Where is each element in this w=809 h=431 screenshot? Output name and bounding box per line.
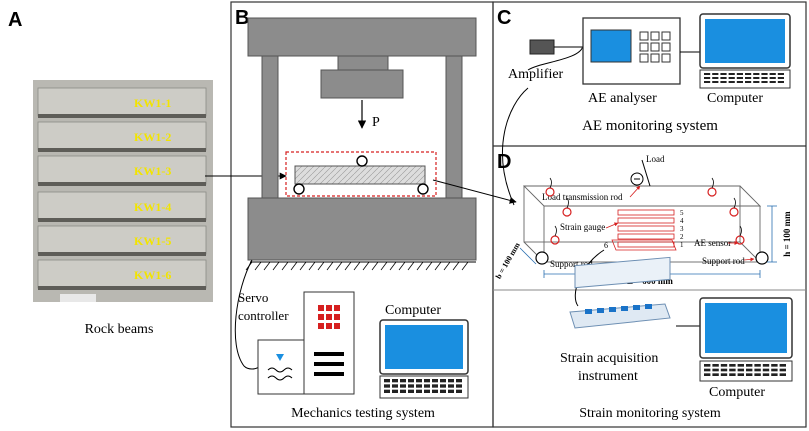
servo-label-line1: Servo (238, 290, 268, 305)
panel-d-caption: Strain monitoring system (579, 406, 721, 421)
panel-b-letter: B (235, 7, 249, 29)
ae-sensor-cable (502, 87, 529, 206)
rock-beam (37, 87, 207, 117)
panel-a-letter: A (8, 9, 22, 31)
panel-d-computer-label: Computer (709, 385, 765, 400)
beam-shadow (38, 182, 206, 186)
instrument-label-line1: Strain acquisition (560, 351, 658, 366)
panel-c-computer (699, 13, 791, 89)
gauge-number: 2 (680, 233, 684, 241)
specimen-label: KW1-3 (134, 164, 171, 178)
load-p-label: P (372, 115, 380, 130)
support-rod-left-label: Support rod (550, 259, 593, 269)
specimen-label: KW1-5 (134, 234, 171, 248)
strain-acquisition-instrument (569, 256, 671, 329)
rock-beam (37, 191, 207, 221)
servo-label-line2: controller (238, 308, 289, 323)
ground-hatch (245, 261, 476, 271)
servo-cable (234, 259, 261, 370)
strain-gauge-pointer (605, 222, 619, 229)
support-rods (535, 251, 769, 265)
specimen-label: KW1-4 (134, 200, 171, 214)
specimen-label: KW1-2 (134, 130, 171, 144)
arrow-b-to-d (432, 179, 517, 204)
amplifier-label: Amplifier (508, 67, 564, 82)
beam-shadow (38, 148, 206, 152)
panel-a-caption: Rock beams (85, 322, 154, 337)
ae-sensor-label: AE sensor (694, 238, 731, 248)
gauge-number: 1 (680, 241, 684, 249)
servo-controller (257, 291, 355, 395)
gauge-number: 5 (680, 209, 684, 217)
amplifier (529, 39, 583, 55)
ae-analyser (582, 17, 681, 85)
panel-d-letter: D (497, 151, 511, 173)
dim-height-label: h = 100 mm (782, 211, 792, 257)
gauge-number: 3 (680, 225, 684, 233)
beam-shadow (38, 286, 206, 290)
beam-specimen (285, 151, 437, 197)
rock-beam (37, 155, 207, 185)
specimen-label: KW1-6 (134, 268, 171, 282)
beam-shadow (38, 114, 206, 118)
loading-frame (247, 17, 477, 261)
ae-analyser-label: AE analyser (588, 91, 657, 106)
beam-shadow (38, 218, 206, 222)
support-rod-pointer (743, 257, 755, 262)
support-rod-right-label: Support rod (702, 256, 745, 266)
load-rod-pointer (629, 185, 641, 198)
panel-b-caption: Mechanics testing system (291, 406, 435, 421)
panel-b-computer (379, 319, 469, 399)
rock-beam (37, 225, 207, 255)
panel-d-computer (699, 297, 793, 382)
ae-sensors (545, 177, 745, 245)
panel-c-caption: AE monitoring system (582, 118, 718, 134)
panel-c-letter: C (497, 7, 511, 29)
load-rod (630, 159, 651, 187)
panel-c-computer-label: Computer (707, 91, 763, 106)
panel-cd-frame (492, 1, 807, 428)
rock-beam (37, 259, 207, 289)
strain-gauge-label: Strain gauge (560, 222, 605, 232)
panel-b-computer-label: Computer (385, 303, 441, 318)
load-label: Load (646, 154, 665, 164)
load-rod-label: Load transmission rod (542, 192, 623, 202)
amp-cable (527, 45, 584, 71)
gauge-number-side: 6 (604, 241, 608, 250)
specimen-label: KW1-1 (134, 96, 171, 110)
gauge-number: 4 (680, 217, 684, 225)
instrument-label-line2: instrument (578, 369, 638, 384)
beam-shadow (38, 252, 206, 256)
dim-width-label: b = 100 mm (494, 241, 522, 281)
rock-beam (37, 121, 207, 151)
